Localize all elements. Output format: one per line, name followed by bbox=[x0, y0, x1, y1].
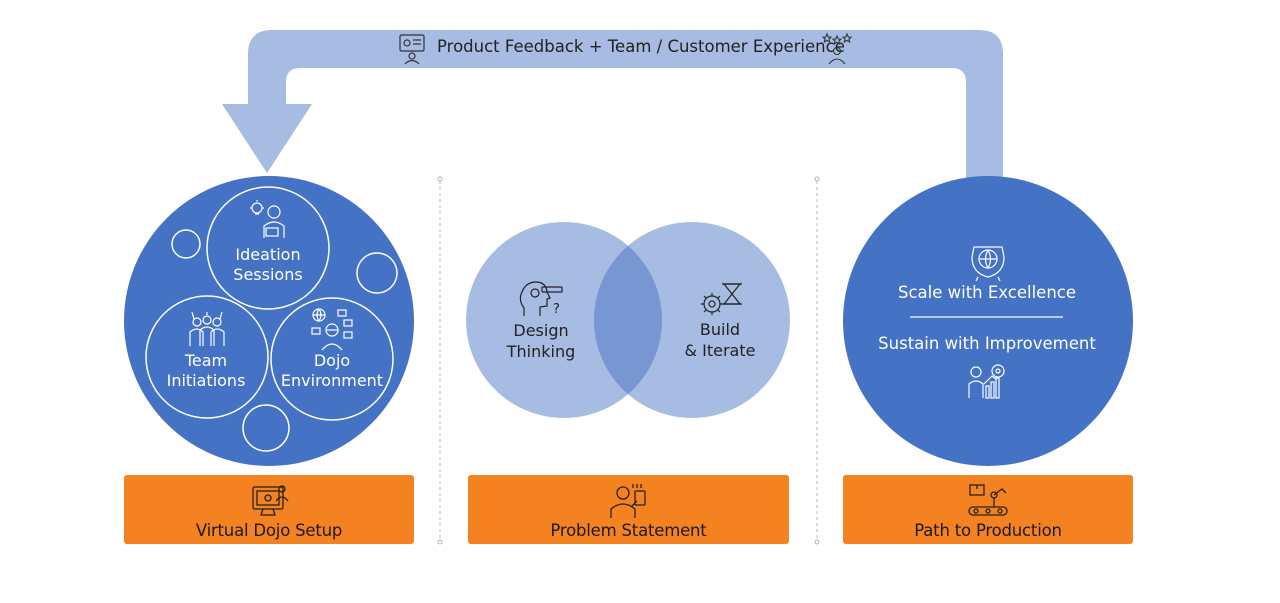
decor-bubble bbox=[242, 404, 290, 452]
dojo-label-line1: Dojo bbox=[314, 351, 350, 370]
path-to-production-label: Path to Production bbox=[914, 521, 1062, 540]
design-label-line2: Thinking bbox=[506, 342, 576, 361]
path-to-production-box: Path to Production bbox=[843, 475, 1133, 544]
dojo-label-line2: Environment bbox=[281, 371, 383, 390]
growth-gear-person-icon bbox=[968, 364, 1005, 399]
team-label-line1: Team bbox=[184, 351, 227, 370]
ideation-label-line1: Ideation bbox=[235, 245, 300, 264]
divider-left bbox=[437, 176, 443, 545]
virtual-dojo-setup-label: Virtual Dojo Setup bbox=[195, 521, 343, 540]
decor-bubble bbox=[356, 252, 398, 294]
sustain-label: Sustain with Improvement bbox=[878, 334, 1096, 353]
scale-label: Scale with Excellence bbox=[898, 283, 1076, 302]
dojo-network-person-icon bbox=[311, 308, 353, 351]
virtual-workstation-icon bbox=[252, 485, 289, 516]
dojo-circle bbox=[270, 297, 394, 421]
feedback-loop-arrow bbox=[222, 30, 1003, 178]
global-excellence-icon bbox=[971, 246, 1005, 282]
team-raise-hands-icon bbox=[189, 311, 225, 346]
ideation-circle bbox=[206, 186, 330, 310]
problem-statement-box: Problem Statement bbox=[468, 475, 789, 544]
team-circle bbox=[145, 295, 269, 419]
team-label-line2: Initiations bbox=[167, 371, 246, 390]
feedback-label: Product Feedback + Team / Customer Exper… bbox=[437, 37, 845, 56]
production-circle bbox=[843, 176, 1133, 466]
virtual-dojo-setup-box: Virtual Dojo Setup bbox=[124, 475, 414, 544]
assembly-robot-icon bbox=[968, 484, 1008, 516]
feedback-screen-icon bbox=[399, 34, 425, 65]
decor-bubble bbox=[171, 229, 201, 259]
presenter-problem-icon bbox=[609, 484, 646, 518]
star-rating-person-icon bbox=[821, 32, 853, 65]
setup-circle bbox=[124, 176, 414, 466]
venn-overlap bbox=[594, 222, 662, 418]
build-label-line2: & Iterate bbox=[685, 341, 756, 360]
build-label-line1: Build bbox=[700, 320, 740, 339]
divider-right bbox=[814, 176, 820, 545]
head-thinking-icon: ? bbox=[519, 281, 563, 317]
gear-hourglass-icon bbox=[701, 283, 742, 315]
problem-statement-label: Problem Statement bbox=[550, 521, 707, 540]
idea-person-icon bbox=[250, 200, 285, 238]
svg-text:?: ? bbox=[553, 302, 560, 317]
design-label-line1: Design bbox=[513, 321, 568, 340]
ideation-label-line2: Sessions bbox=[233, 265, 302, 284]
